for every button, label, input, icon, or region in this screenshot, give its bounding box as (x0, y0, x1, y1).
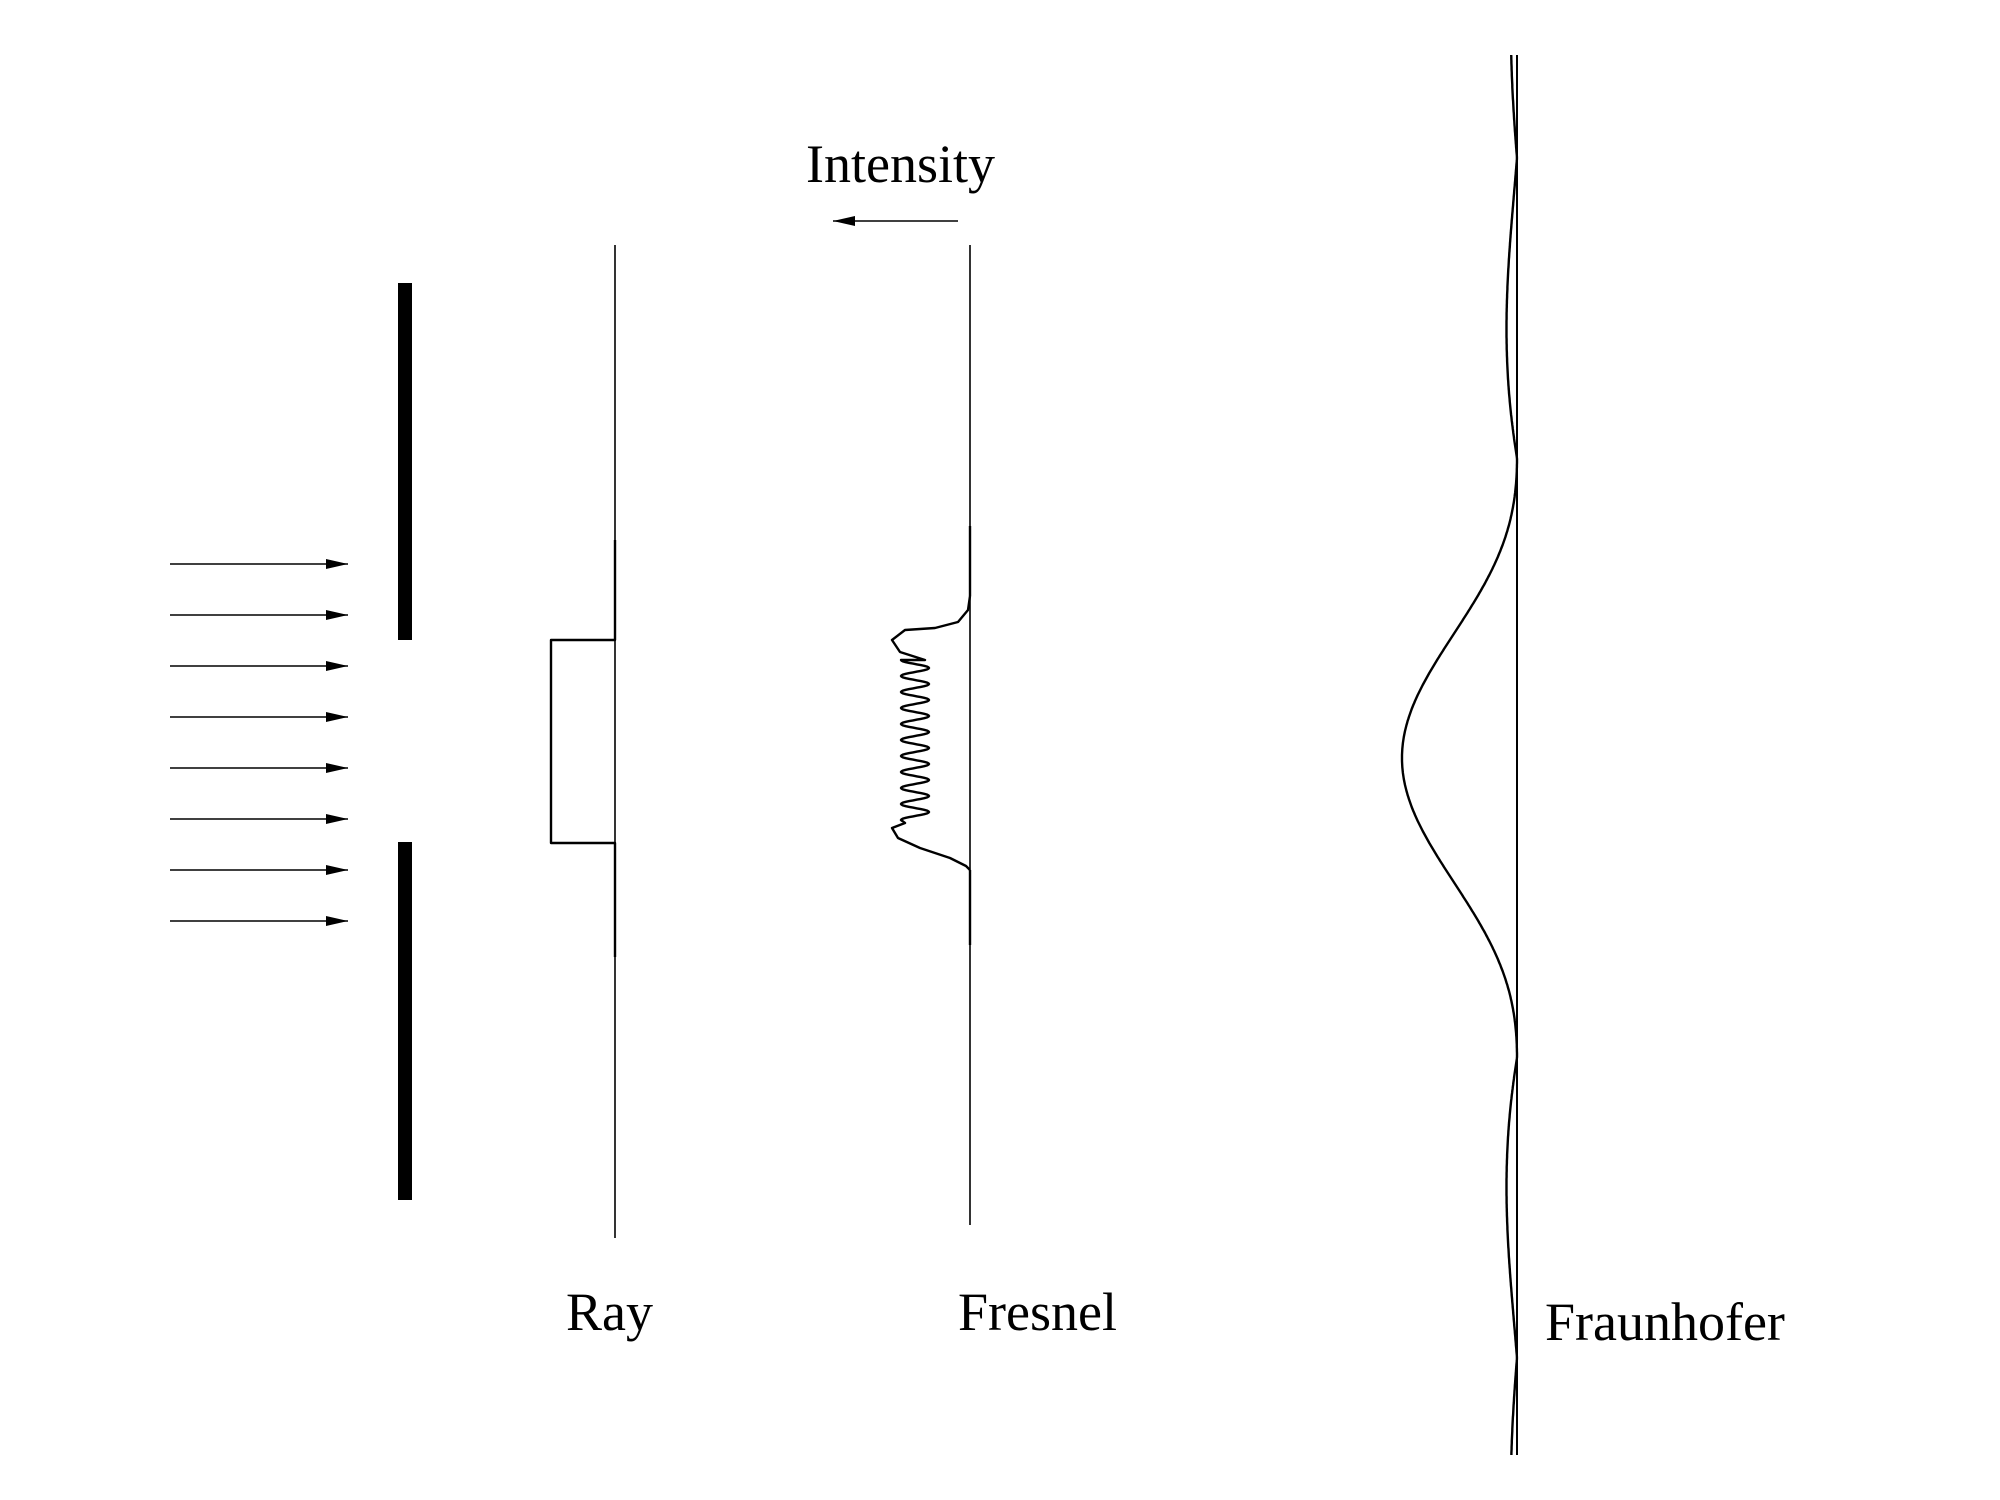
ray-label: Ray (566, 1282, 653, 1342)
slit-screen-upper-bar (398, 283, 412, 640)
intensity-label: Intensity (806, 134, 995, 194)
incident-light-arrows (170, 559, 348, 926)
ray-intensity-profile (549, 540, 617, 957)
fresnel-profile (833, 216, 972, 1225)
fresnel-label: Fresnel (958, 1282, 1117, 1342)
slit-screen (398, 283, 412, 1200)
slit-screen-lower-bar (398, 842, 412, 1200)
fraunhofer-intensity-profile (1400, 54, 1519, 1455)
fresnel-intensity-profile (890, 595, 972, 871)
fraunhofer-profile (1400, 54, 1519, 1455)
fraunhofer-label: Fraunhofer (1545, 1292, 1785, 1352)
ray-profile (549, 245, 617, 1238)
